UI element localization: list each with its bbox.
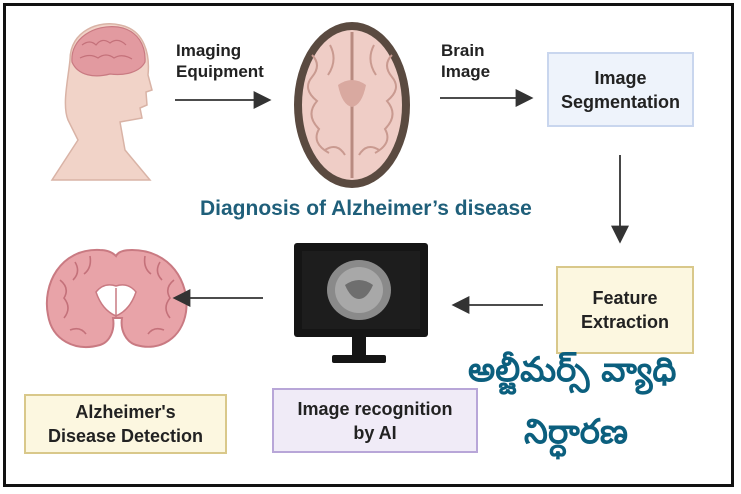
imaging-equipment-label: Imaging Equipment bbox=[176, 40, 264, 82]
image-segmentation-box: Image Segmentation bbox=[547, 52, 694, 127]
monitor-scan-icon bbox=[294, 243, 428, 363]
telugu-caption-line1: అల్జీమర్స్ వ్యాధి bbox=[468, 350, 677, 390]
segmentation-line1: Image bbox=[594, 67, 647, 88]
brain-label-line1: Brain bbox=[441, 41, 485, 60]
ai-line2: by AI bbox=[353, 422, 397, 443]
head-profile-icon bbox=[50, 23, 153, 181]
ai-line1: Image recognition bbox=[297, 398, 453, 419]
imaging-label-line1: Imaging bbox=[176, 41, 242, 60]
brain-mri-slice-icon bbox=[294, 22, 410, 188]
detection-line1: Alzheimer's bbox=[75, 402, 176, 422]
brain-image-label: Brain Image bbox=[441, 40, 490, 82]
telugu-caption-line2: నిర్ధారణ bbox=[524, 412, 628, 452]
segmentation-line2: Segmentation bbox=[560, 91, 680, 112]
feature-extraction-box: Feature Extraction bbox=[556, 266, 694, 354]
disease-detection-box: Alzheimer's Disease Detection bbox=[24, 394, 227, 454]
diagram-title: Diagnosis of Alzheimer’s disease bbox=[200, 197, 532, 220]
feature-line2: Extraction bbox=[580, 312, 670, 332]
coronal-brain-icon bbox=[45, 248, 188, 348]
brain-label-line2: Image bbox=[441, 62, 491, 81]
feature-line1: Feature bbox=[592, 288, 658, 308]
detection-line2: Disease Detection bbox=[47, 426, 204, 446]
image-recognition-box: Image recognition by AI bbox=[272, 388, 478, 453]
imaging-label-line2: Equipment bbox=[176, 62, 264, 81]
